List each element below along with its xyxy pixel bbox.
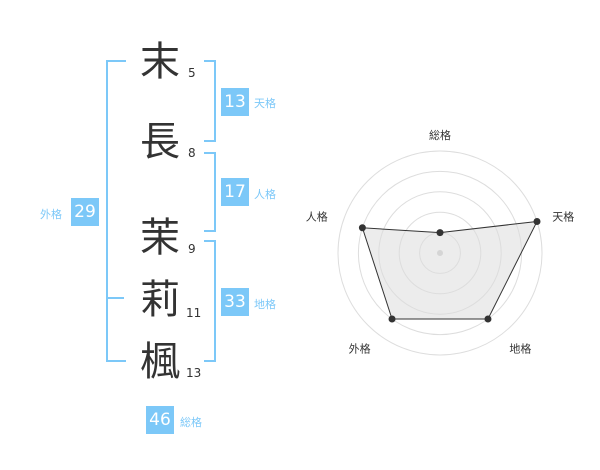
radar-grid-ring-5 bbox=[337, 150, 543, 356]
stroke-count-3: 9 bbox=[188, 242, 196, 256]
name-char-4: 莉 bbox=[140, 277, 180, 323]
gaikaku-inner-tick bbox=[106, 297, 124, 299]
radar-point-1 bbox=[436, 229, 444, 237]
soukaku-label: 総格 bbox=[180, 416, 202, 429]
soukaku-value: 46 bbox=[146, 406, 174, 434]
tenkaku-bracket bbox=[204, 60, 216, 142]
radar-axis-label-1: 総格 bbox=[429, 128, 451, 142]
gaikaku-value: 29 bbox=[71, 198, 99, 226]
radar-point-4 bbox=[388, 315, 396, 323]
jinkaku-bracket bbox=[204, 152, 216, 232]
radar-data-area bbox=[361, 220, 538, 320]
radar-point-2 bbox=[533, 217, 541, 225]
stroke-count-4: 11 bbox=[186, 306, 202, 320]
stroke-count-1: 5 bbox=[188, 66, 196, 80]
chikaku-bracket bbox=[204, 240, 216, 362]
chikaku-value: 33 bbox=[221, 288, 249, 316]
radar-point-5 bbox=[358, 224, 366, 232]
radar-axis-label-3: 地格 bbox=[509, 341, 531, 355]
jinkaku-label: 人格 bbox=[254, 188, 276, 201]
stroke-count-2: 8 bbox=[188, 146, 196, 160]
name-char-1: 末 bbox=[140, 39, 180, 85]
radar-point-3 bbox=[484, 315, 492, 323]
stroke-count-5: 13 bbox=[186, 366, 202, 380]
chikaku-label: 地格 bbox=[254, 298, 276, 311]
tenkaku-label: 天格 bbox=[254, 97, 276, 110]
gaikaku-label: 外格 bbox=[40, 208, 62, 221]
radar-axis-label-4: 外格 bbox=[349, 341, 371, 355]
name-char-5: 楓 bbox=[140, 339, 180, 385]
name-char-3: 茉 bbox=[140, 215, 180, 261]
name-char-2: 長 bbox=[140, 119, 180, 165]
radar-axis-label-2: 天格 bbox=[552, 210, 574, 224]
tenkaku-value: 13 bbox=[221, 88, 249, 116]
gaikaku-bracket bbox=[106, 60, 126, 362]
jinkaku-value: 17 bbox=[221, 178, 249, 206]
radar-axis-label-5: 人格 bbox=[306, 210, 328, 224]
